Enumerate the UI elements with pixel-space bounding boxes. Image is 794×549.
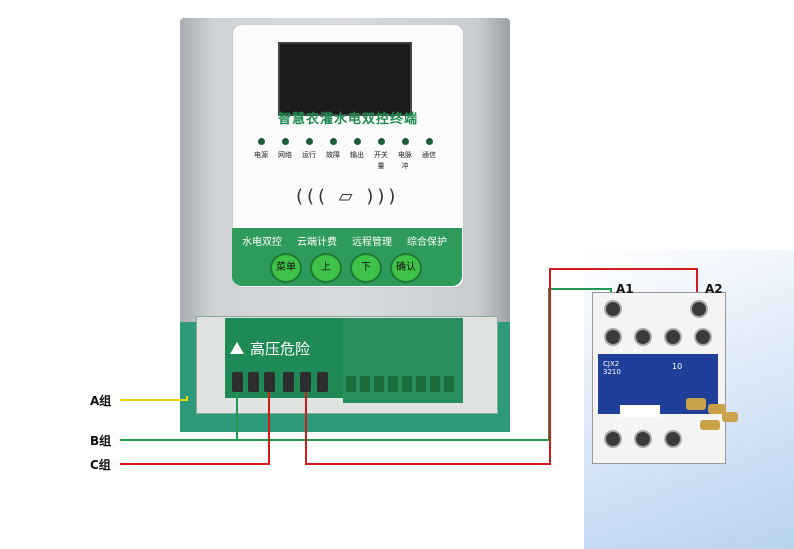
wire-b-green	[236, 392, 238, 440]
terminal-block	[402, 376, 412, 392]
coil-terminal-a2	[690, 300, 708, 318]
contactor-rating: 10	[672, 362, 683, 371]
wire-a-yellow	[186, 396, 188, 401]
led-output	[354, 138, 361, 145]
wire-c-red	[305, 392, 307, 465]
led-switch	[378, 138, 385, 145]
wire-b-green	[120, 439, 550, 441]
nfc-card-icon: ((( ▱ )))	[296, 186, 400, 207]
terminal-block	[374, 376, 384, 392]
terminal	[300, 372, 311, 392]
terminal-block	[416, 376, 426, 392]
wire-c-red	[696, 268, 698, 306]
copper-terminal	[722, 412, 738, 422]
led-network	[282, 138, 289, 145]
led-fault	[330, 138, 337, 145]
wire-a-yellow	[120, 399, 188, 401]
coil-terminal-a1	[604, 300, 622, 318]
function-label: 水电双控	[242, 237, 282, 248]
warning-icon	[230, 342, 244, 354]
indicator-label: 输出	[350, 151, 364, 159]
terminal-block	[346, 376, 356, 392]
terminal	[283, 372, 294, 392]
terminal-t3	[664, 430, 682, 448]
led-comm	[426, 138, 433, 145]
model-line-2: 3210	[603, 368, 621, 376]
led-power	[258, 138, 265, 145]
menu-button[interactable]: 菜单	[270, 253, 302, 283]
wire-c-red	[120, 463, 270, 465]
a2-label: A2	[705, 282, 723, 296]
wire-c-red	[268, 392, 270, 465]
terminal	[248, 372, 259, 392]
wire-c-red	[549, 268, 698, 270]
indicator-label: 开关量	[374, 151, 388, 170]
terminal-l3	[664, 328, 682, 346]
down-button[interactable]: 下	[350, 253, 382, 283]
model-line-1: CJX2	[603, 360, 620, 368]
indicator-leds	[248, 138, 448, 148]
terminal-l1	[604, 328, 622, 346]
contactor-window	[620, 405, 660, 417]
terminal-t2	[634, 430, 652, 448]
a1-label: A1	[616, 282, 634, 296]
function-label: 综合保护	[407, 237, 447, 248]
terminal	[232, 372, 243, 392]
terminal-no	[694, 328, 712, 346]
a-group-label: A组	[90, 394, 112, 408]
wire-c-red	[305, 463, 551, 465]
terminal-block	[430, 376, 440, 392]
terminal-t1	[604, 430, 622, 448]
indicator-label: 电源	[254, 151, 268, 159]
indicator-label: 网络	[278, 151, 292, 159]
indicator-label: 故障	[326, 151, 340, 159]
terminal-block	[444, 376, 454, 392]
terminal	[264, 372, 275, 392]
wire-b-green	[548, 288, 612, 290]
terminal-l2	[634, 328, 652, 346]
terminal-block	[388, 376, 398, 392]
lcd-screen	[278, 42, 412, 116]
terminal	[317, 372, 328, 392]
terminal-block	[360, 376, 370, 392]
wire-c-red	[549, 268, 551, 465]
copper-terminal	[686, 398, 706, 410]
led-run	[306, 138, 313, 145]
indicator-label: 通信	[422, 151, 436, 159]
copper-terminal	[708, 404, 726, 414]
led-pulse	[402, 138, 409, 145]
function-label: 远程管理	[352, 237, 392, 248]
high-voltage-warning: 高压危险	[250, 340, 311, 358]
up-button[interactable]: 上	[310, 253, 342, 283]
function-band	[232, 228, 462, 286]
indicator-label: 电脉冲	[398, 151, 412, 170]
function-label: 云端计费	[297, 237, 337, 248]
c-group-label: C组	[90, 458, 111, 472]
copper-terminal	[700, 420, 720, 430]
panel-title: 智慧农灌水电双控终端	[277, 112, 418, 127]
indicator-label: 运行	[302, 151, 316, 159]
b-group-label: B组	[90, 434, 112, 448]
confirm-button[interactable]: 确认	[390, 253, 422, 283]
